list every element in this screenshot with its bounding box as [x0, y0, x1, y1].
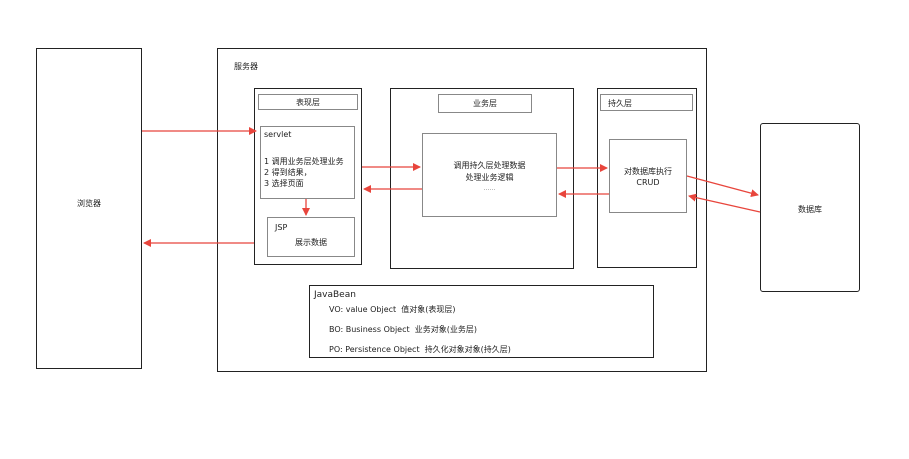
- browser-label: 浏览器: [77, 199, 101, 208]
- javabean-box: JavaBean VO: value Object 值对象(表现层) BO: B…: [309, 285, 654, 358]
- javabean-title: JavaBean: [314, 290, 356, 300]
- persistence-desc-line1: 对数据库执行: [624, 167, 672, 176]
- persistence-desc-line2: CRUD: [636, 178, 660, 187]
- javabean-item-bo: BO: Business Object 业务对象(业务层): [329, 325, 477, 334]
- presentation-header: 表现层: [258, 94, 358, 110]
- business-header-label: 业务层: [473, 99, 497, 108]
- jsp-title: JSP: [275, 223, 288, 232]
- business-desc-line1: 调用持久层处理数据: [453, 161, 526, 170]
- business-ellipsis: ……: [483, 185, 496, 192]
- presentation-header-label: 表现层: [296, 98, 320, 107]
- server-title: 服务器: [234, 62, 258, 71]
- database-label: 数据库: [798, 205, 822, 214]
- jsp-box: JSP 展示数据: [267, 217, 355, 257]
- persistence-header: 持久层: [600, 94, 693, 111]
- business-header: 业务层: [438, 94, 532, 113]
- business-box: 调用持久层处理数据 处理业务逻辑 ……: [422, 133, 557, 217]
- browser-box: 浏览器: [36, 48, 142, 369]
- jsp-desc: 展示数据: [295, 238, 327, 247]
- servlet-title: servlet: [264, 130, 292, 139]
- business-desc-line2: 处理业务逻辑: [465, 173, 514, 182]
- servlet-steps: 1 调用业务层处理业务 2 得到结果， 3 选择页面: [264, 157, 344, 188]
- database-box: 数据库: [760, 123, 860, 292]
- javabean-item-vo: VO: value Object 值对象(表现层): [329, 305, 456, 314]
- servlet-box: servlet 1 调用业务层处理业务 2 得到结果， 3 选择页面: [260, 126, 355, 199]
- persistence-header-label: 持久层: [608, 99, 632, 108]
- javabean-item-po: PO: Persistence Object 持久化对象对象(持久层): [329, 345, 511, 354]
- persistence-box: 对数据库执行 CRUD: [609, 139, 687, 213]
